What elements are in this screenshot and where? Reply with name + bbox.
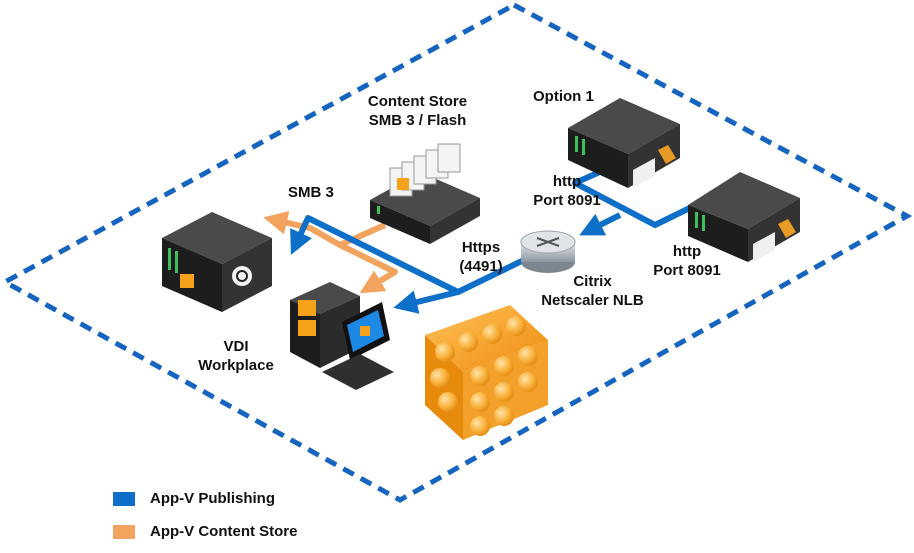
vdi-server-icon bbox=[162, 212, 272, 312]
port-label-1: Port 8091 bbox=[533, 192, 601, 209]
port-label-2: Port 8091 bbox=[653, 262, 721, 279]
citrix-label-line2: Netscaler NLB bbox=[541, 292, 644, 309]
citrix-label-line1: Citrix bbox=[573, 273, 612, 290]
legend-swatch-publishing bbox=[113, 492, 135, 506]
legend-label-content-store: App-V Content Store bbox=[150, 523, 298, 540]
vdi-workplace-computer-icon bbox=[290, 282, 394, 390]
legend-label-publishing: App-V Publishing bbox=[150, 490, 275, 507]
content-store-label-line1: Content Store bbox=[367, 93, 468, 110]
content-store-server-icon bbox=[370, 143, 480, 244]
citrix-netscaler-router-icon bbox=[520, 230, 576, 273]
http-port-label-2: http Port 8091 bbox=[647, 242, 727, 280]
http-label-1: http bbox=[552, 173, 582, 190]
smb3-label: SMB 3 bbox=[288, 184, 334, 201]
option1-label: Option 1 bbox=[533, 88, 594, 105]
publishing-server-2-icon bbox=[688, 172, 800, 262]
content-store-label-line2: SMB 3 / Flash bbox=[368, 112, 467, 129]
appv-logo-cube-icon bbox=[425, 305, 548, 440]
content-store-connection bbox=[263, 210, 398, 294]
legend-swatch-content-store bbox=[113, 525, 135, 539]
http-port-label-1: http Port 8091 bbox=[528, 172, 606, 210]
vdi-label-line1: VDI bbox=[223, 338, 249, 355]
https-label: Https (4491) bbox=[452, 238, 510, 276]
vdi-label: VDI Workplace bbox=[190, 337, 282, 375]
http-label-2: http bbox=[672, 243, 702, 260]
https-label-line2: (4491) bbox=[459, 258, 503, 275]
vdi-label-line2: Workplace bbox=[198, 357, 274, 374]
publishing-connection bbox=[290, 152, 704, 314]
network-boundary bbox=[0, 2, 913, 503]
publishing-server-1-icon bbox=[568, 98, 680, 188]
content-store-label: Content Store SMB 3 / Flash bbox=[360, 92, 475, 130]
https-label-line1: Https bbox=[461, 239, 501, 256]
citrix-label: Citrix Netscaler NLB bbox=[535, 272, 650, 310]
